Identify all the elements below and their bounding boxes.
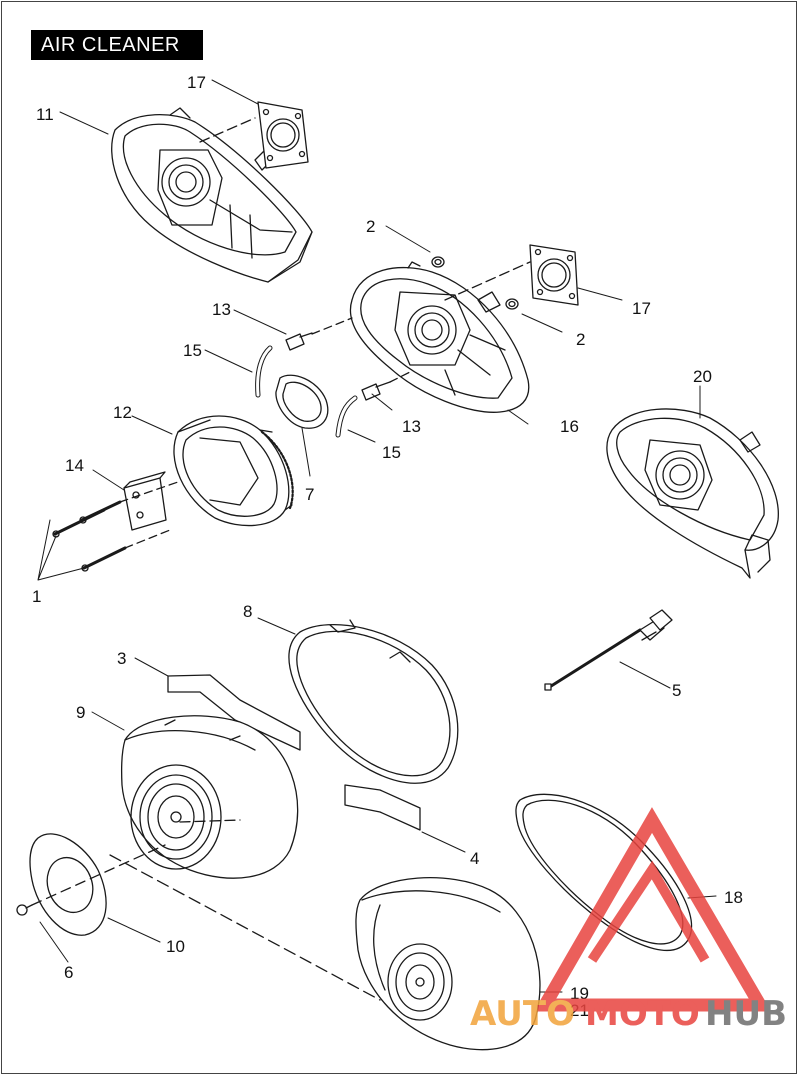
trim-band-part-18 [515, 793, 693, 952]
callout-16: 16 [560, 417, 579, 436]
bolt-part-1 [52, 481, 179, 572]
backplate-part-20 [606, 408, 779, 579]
watermark-logo: AUTO MOTO HUB [470, 807, 787, 1034]
callout-19: 19 [570, 984, 589, 1003]
callout-17-right: 17 [632, 299, 651, 318]
callout-20: 20 [693, 367, 712, 386]
diagram-title: AIR CLEANER [31, 30, 203, 60]
cover-part-9 [120, 715, 299, 879]
callout-5: 5 [672, 681, 681, 700]
gasket-part-17-top [257, 101, 309, 169]
callout-15-right: 15 [382, 443, 401, 462]
seal-strip-part-4 [344, 784, 421, 831]
medallion-part-10 [29, 833, 107, 936]
callout-17-top: 17 [187, 73, 206, 92]
o-ring-part-2 [431, 256, 519, 310]
callout-2-right: 2 [576, 330, 585, 349]
bracket-part-14 [123, 471, 167, 531]
callout-3: 3 [117, 649, 126, 668]
callout-2-top: 2 [366, 217, 375, 236]
breather-hose-part-15 [255, 345, 358, 438]
screw-part-6 [16, 904, 33, 916]
callout-9: 9 [76, 703, 85, 722]
watermark-hub: HUB [705, 994, 787, 1034]
callout-7: 7 [305, 485, 314, 504]
backplate-part-16 [349, 261, 530, 413]
watermark-moto: MOTO [585, 994, 700, 1034]
callout-8: 8 [243, 602, 252, 621]
callout-15-left: 15 [183, 341, 202, 360]
gasket-part-7 [275, 374, 329, 429]
callout-14: 14 [65, 456, 84, 475]
gasket-part-17-right [529, 244, 579, 306]
callout-13-right: 13 [402, 417, 421, 436]
callout-12: 12 [113, 403, 132, 422]
callout-6: 6 [64, 963, 73, 982]
callout-18: 18 [724, 888, 743, 907]
trim-band-part-8 [288, 619, 459, 784]
screw-part-5 [544, 609, 673, 691]
cover-part-19 [355, 877, 541, 1051]
breather-bolt-part-13 [285, 317, 411, 401]
filter-element-part-12 [173, 415, 294, 527]
callout-10: 10 [166, 937, 185, 956]
callout-11: 11 [36, 105, 54, 124]
watermark-auto: AUTO [470, 994, 575, 1034]
callout-13-left: 13 [212, 300, 231, 319]
callout-4: 4 [470, 849, 479, 868]
seal-strip-part-3 [167, 674, 301, 751]
callout-labels: 11 17 2 2 17 13 15 12 13 15 7 16 14 20 1… [32, 73, 743, 1020]
backplate-part-11 [111, 107, 313, 283]
leader-lines [37, 79, 717, 993]
callout-1: 1 [32, 587, 41, 606]
